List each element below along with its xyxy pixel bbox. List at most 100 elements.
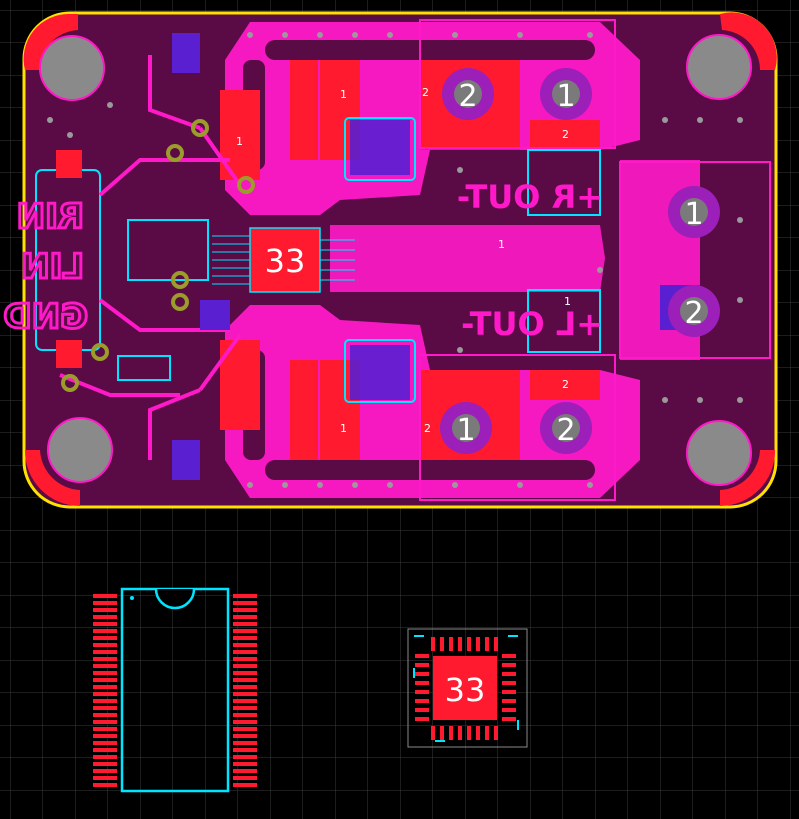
soic-pad <box>233 720 257 724</box>
smd-block <box>290 60 318 160</box>
soic-pad <box>93 755 117 759</box>
qfn-pad <box>476 637 480 651</box>
pad-number: 1 <box>340 88 347 101</box>
soic-pad <box>93 720 117 724</box>
pour-cutout-bottom <box>265 460 595 480</box>
soic-pad <box>233 713 257 717</box>
pad-number: 2 <box>562 128 569 141</box>
connector-pad <box>454 80 482 108</box>
soic-pad <box>93 741 117 745</box>
mount-hole-bl <box>47 417 113 483</box>
soic-pads-right <box>233 594 257 787</box>
soic-pad <box>233 734 257 738</box>
connector-pin-label: 2 <box>556 413 575 448</box>
connector-pin-label: 1 <box>684 197 703 232</box>
soic-pads-left <box>93 594 117 787</box>
soic-pad <box>93 783 117 787</box>
qfn-pad <box>458 637 462 651</box>
pin1-marker <box>130 596 134 600</box>
traces <box>59 55 242 460</box>
soic-pad <box>93 629 117 633</box>
soic-pad <box>233 755 257 759</box>
connector-top-left: 2 1 <box>442 68 592 120</box>
connector-bottom-left: 1 2 <box>440 402 592 454</box>
soic-pad <box>93 692 117 696</box>
qfn-pad <box>415 690 429 694</box>
smd-block <box>530 120 600 150</box>
qfn-pad <box>431 726 435 740</box>
soic-pad <box>233 776 257 780</box>
qfn-pad <box>449 726 453 740</box>
soic-pad <box>93 727 117 731</box>
soic-pad <box>93 762 117 766</box>
silk-l-out: +L OUT- <box>461 305 603 343</box>
soic-pad <box>93 699 117 703</box>
soic-pad <box>93 622 117 626</box>
qfn-pad <box>485 726 489 740</box>
qfn-pad <box>440 726 444 740</box>
via-field <box>47 32 743 488</box>
connector-pad <box>680 297 708 325</box>
connector-right: 1 2 <box>668 186 720 337</box>
ic-pins-right <box>320 239 355 281</box>
qfn-courtyard <box>407 628 528 748</box>
mount-hole-tl <box>39 35 105 101</box>
pad-number: 1 <box>340 422 347 435</box>
soic-pad <box>93 671 117 675</box>
pcb-board: 33 <box>2 11 778 509</box>
soic-pad <box>93 643 117 647</box>
soic-pad <box>93 594 117 598</box>
soic-pad <box>93 734 117 738</box>
qfn-pad <box>415 663 429 667</box>
soic-pad <box>93 601 117 605</box>
soic-pad <box>233 706 257 710</box>
qfn-pad <box>485 637 489 651</box>
connector-frames <box>419 19 771 501</box>
signal-vias <box>61 119 255 392</box>
qfn-pad <box>415 672 429 676</box>
silk-input-labels: RIN LIN GND <box>2 196 90 339</box>
qfn-pad <box>502 681 516 685</box>
connector-pad <box>552 414 580 442</box>
soic-pad <box>93 769 117 773</box>
qfn-pad <box>440 637 444 651</box>
connector-pad <box>680 198 708 226</box>
smd-block <box>530 370 600 400</box>
soic-pad <box>93 678 117 682</box>
bottom-component <box>350 345 410 400</box>
corner-mark-tl <box>23 13 78 70</box>
pad-number: 1 <box>564 295 571 308</box>
mount-hole-tr <box>686 34 752 100</box>
soic-pad <box>93 713 117 717</box>
qfn-pad <box>502 654 516 658</box>
qfn-pad <box>502 690 516 694</box>
qfn-pad <box>467 726 471 740</box>
ic-body <box>249 227 321 293</box>
pad-number-labels: 1 1 2 2 1 2 2 1 1 <box>236 86 571 435</box>
qfn-pad <box>502 663 516 667</box>
soic-notch <box>154 588 196 610</box>
connector-pad <box>452 414 480 442</box>
soic-pad <box>233 629 257 633</box>
connector-pin-label: 1 <box>556 79 575 114</box>
qfn-pad <box>502 672 516 676</box>
qfn-pad <box>502 717 516 721</box>
soic-pad <box>233 783 257 787</box>
soic-pad <box>93 706 117 710</box>
footprint-qfn: 33 <box>407 628 528 748</box>
corner-mark-br <box>720 450 776 507</box>
soic-pad <box>233 594 257 598</box>
soic-pad <box>233 657 257 661</box>
soic-pad <box>93 608 117 612</box>
qfn-pad <box>467 637 471 651</box>
qfn-pad <box>494 637 498 651</box>
pad-number: 2 <box>422 86 429 99</box>
soic-pad <box>93 650 117 654</box>
soic-pad <box>233 643 257 647</box>
output-bus <box>330 225 605 292</box>
qfn-label: 33 <box>445 671 486 709</box>
soic-pad <box>233 650 257 654</box>
silk-gnd: GND <box>3 297 88 337</box>
soic-pad <box>233 664 257 668</box>
